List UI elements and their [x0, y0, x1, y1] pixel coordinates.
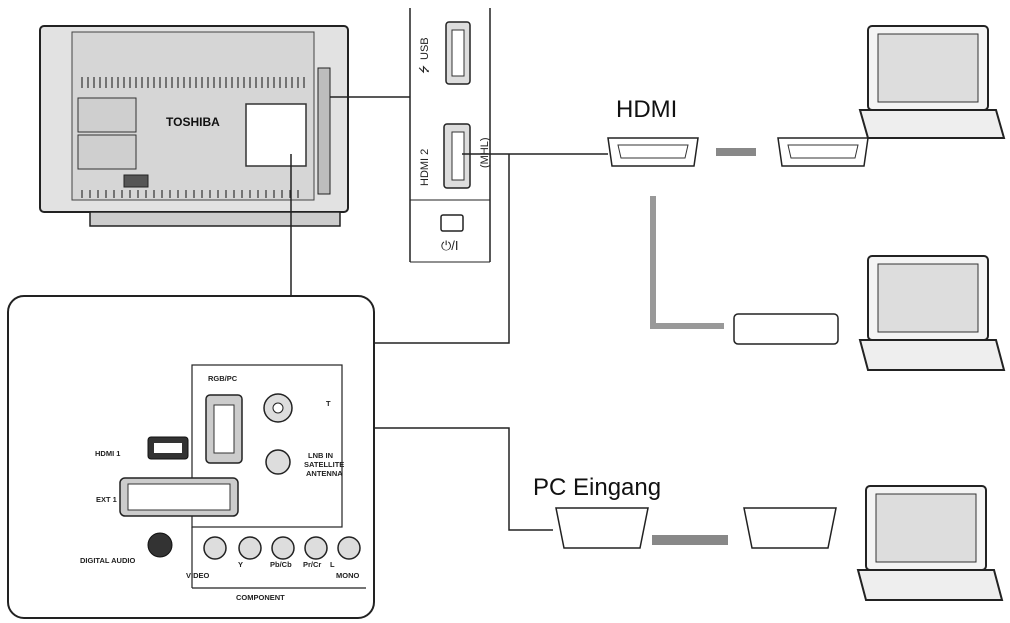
tv-back-illustration: TOSHIBA [39, 25, 349, 227]
component-pb-label: Pb/Cb [270, 560, 292, 569]
video-jack [203, 536, 227, 560]
lnb-jack [265, 449, 291, 475]
scart-label: EXT 1 [96, 495, 117, 504]
hdmi2-label: HDMI 2 [419, 149, 431, 186]
rear-panel: HDMI 1 RGB/PC T LNB IN SATELLITE ANTENNA… [7, 295, 375, 619]
hdmi-label: HDMI [616, 96, 677, 123]
vga-cable-connectors [555, 507, 837, 549]
power-switch [440, 214, 464, 232]
power-label: ⏻/I [441, 238, 459, 253]
audio-mono-label: MONO [336, 571, 359, 580]
usb-icon: ⭍ [418, 65, 431, 74]
audio-l-jack [337, 536, 361, 560]
laptop-icon-dvi [858, 255, 1006, 371]
dvi-connector [733, 313, 839, 345]
video-label: VIDEO [186, 571, 210, 580]
component-pr-label: Pr/Cr [303, 560, 321, 569]
pc-input-label: PC Eingang [533, 474, 661, 501]
rgb-pc-label: RGB/PC [208, 374, 238, 383]
mhl-label: (MHL) [479, 137, 491, 168]
audio-l-label: L [330, 560, 335, 569]
lnb-label-1: LNB IN [308, 451, 333, 460]
laptop-icon-hdmi [858, 25, 1006, 139]
laptop-icon-vga [856, 485, 1004, 601]
tv-brand-logo: TOSHIBA [166, 115, 220, 129]
usb-label: USB [419, 37, 431, 60]
component-y-label: Y [238, 560, 243, 569]
side-panel: USB ⭍ HDMI 2 (MHL) ⏻/I [409, 8, 491, 263]
lnb-label-3: ANTENNA [306, 469, 343, 478]
antenna-label: T [326, 399, 331, 408]
lnb-label-2: SATELLITE [304, 460, 344, 469]
digital-audio-label: DIGITAL AUDIO [80, 556, 135, 565]
component-y-jack [238, 536, 262, 560]
digital-audio-port [147, 532, 173, 558]
component-pr-jack [304, 536, 328, 560]
component-label: COMPONENT [236, 593, 285, 602]
component-pb-jack [271, 536, 295, 560]
hdmi-cable-connectors [607, 137, 869, 345]
hdmi1-label: HDMI 1 [95, 449, 120, 458]
